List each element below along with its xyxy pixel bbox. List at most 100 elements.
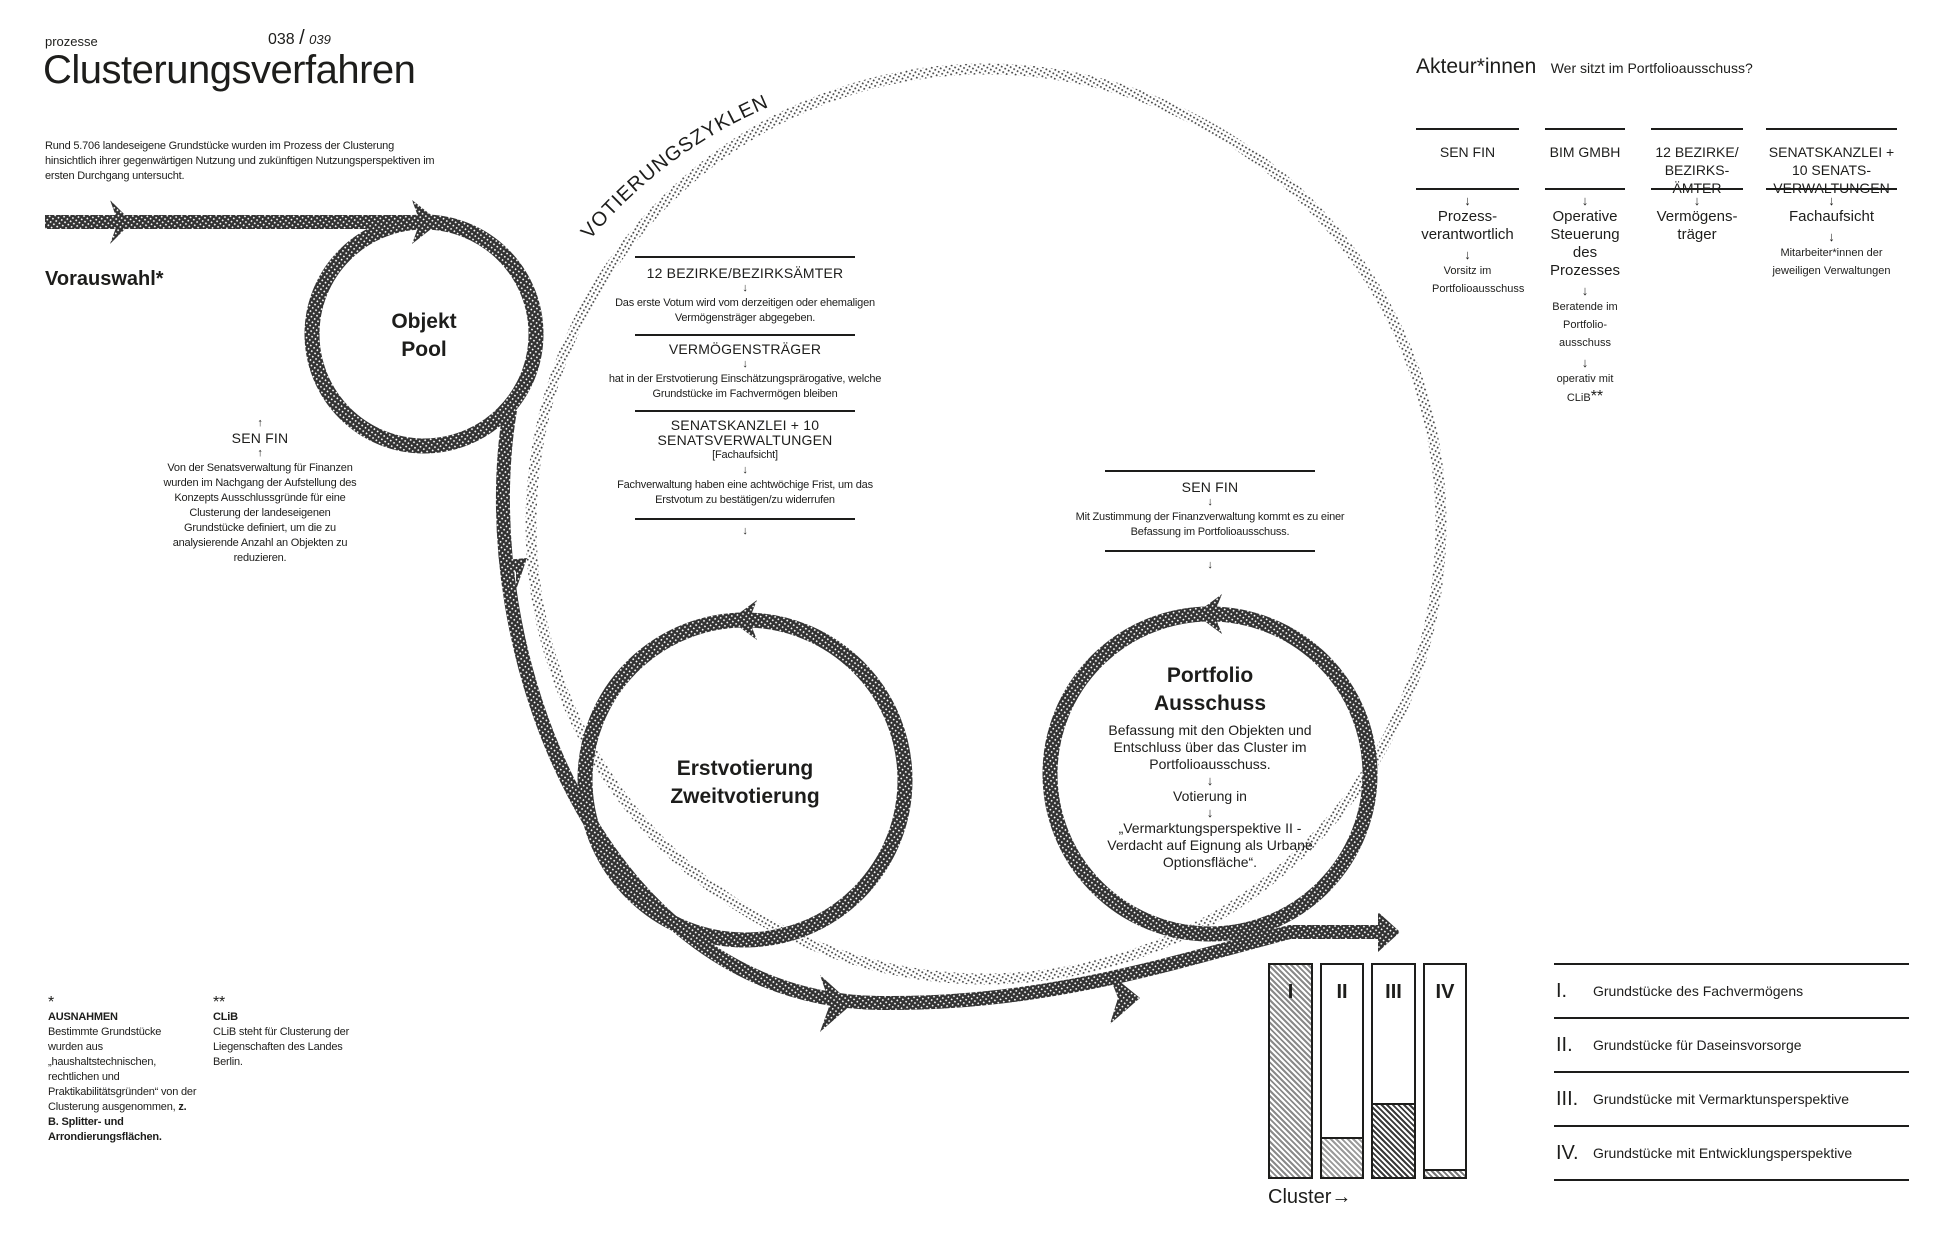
- arrowhead-icon: [820, 975, 852, 1032]
- legend-row: II.Grundstücke für Daseinsvorsorge: [1554, 1017, 1909, 1071]
- legend-text: Grundstücke des Fachvermögens: [1593, 983, 1804, 999]
- erstvotierung-line2: Zweitvotierung: [670, 785, 820, 808]
- cluster-bar-3: III: [1371, 963, 1416, 1179]
- down-arrow-icon: ↓: [1464, 247, 1471, 262]
- akteure-title: Akteur*innen: [1416, 55, 1537, 78]
- portfolio-result: „Vermarktungsperspektive II - Verdacht a…: [1107, 820, 1313, 870]
- akteur-senatskanzlei: SENATSKANZLEI + 10 SENATS-VERWALTUNGEN ↓…: [1766, 128, 1897, 280]
- page-title: Clusterungsverfahren: [43, 48, 416, 92]
- akteur-role: Prozess-verantwortlich: [1421, 208, 1514, 243]
- down-arrow-icon: ↓: [1693, 193, 1701, 208]
- cluster-bar-fill: [1322, 1136, 1362, 1177]
- akteur-role: Fachaufsicht: [1788, 208, 1875, 225]
- objekt-pool-line2: Pool: [401, 338, 447, 361]
- arrowhead-icon: [730, 600, 757, 640]
- footnote-mark: **: [213, 994, 226, 1011]
- legend-text: Grundstücke für Daseinsvorsorge: [1593, 1037, 1802, 1053]
- akteur-detail: Vorsitz im Portfolioausschuss: [1432, 265, 1525, 295]
- legend-row: I. Grundstücke des Fachvermögens: [1554, 963, 1909, 1017]
- step2-text: hat in der Erstvotierung Einschätzungspr…: [608, 373, 882, 400]
- arrowhead-icon: [412, 200, 440, 244]
- down-arrow-icon: ↓: [742, 358, 748, 370]
- cluster-label: Cluster→: [1268, 1186, 1352, 1208]
- down-arrow-icon: ↓: [1206, 805, 1214, 820]
- arrowhead-icon: [505, 558, 527, 590]
- footnote-title: CLiB: [213, 1011, 238, 1023]
- up-arrow-icon: ↑: [257, 417, 263, 429]
- footnote-bold: z. B. Splitter- und Arrondierungsflächen…: [48, 1101, 187, 1143]
- cluster-bar-4: IV: [1423, 963, 1467, 1179]
- intro-text: Rund 5.706 landeseigene Grundstücke wurd…: [45, 140, 435, 182]
- footnote-mark: *: [48, 994, 55, 1011]
- senfin-approval: SEN FIN ↓ Mit Zustimmung der Finanzverwa…: [1070, 470, 1350, 573]
- arrowhead-icon: [1195, 594, 1222, 634]
- legend-row: IV.Grundstücke mit Entwicklungsperspekti…: [1554, 1125, 1909, 1181]
- down-arrow-icon: ↓: [1464, 193, 1471, 208]
- down-arrow-icon: ↓: [742, 464, 748, 476]
- portfolio-text: Befassung mit den Objekten und Entschlus…: [1108, 722, 1312, 772]
- akteur-head: BIM GMBH: [1545, 128, 1625, 190]
- footnote-title: AUSNAHMEN: [48, 1011, 118, 1023]
- down-arrow-icon: ↓: [1581, 193, 1589, 208]
- footnote-mark: **: [1590, 388, 1604, 405]
- cluster-bar-1: I: [1268, 963, 1313, 1179]
- portfolio-line2: Ausschuss: [1153, 692, 1267, 715]
- process-flow-path: [496, 408, 1385, 1011]
- portfolio-line1: Portfolio: [1166, 664, 1254, 687]
- legend-text: Grundstücke mit Entwicklungsperspektive: [1593, 1145, 1853, 1161]
- cluster-bar-fill: [1373, 1102, 1414, 1177]
- objekt-pool-line1: Objekt: [391, 310, 457, 333]
- section-label: prozesse: [45, 34, 98, 49]
- down-arrow-icon: ↓: [1828, 193, 1835, 208]
- page-numbers: 038 / 039: [268, 27, 331, 50]
- footnote-text: CLiB steht für Clusterung der Liegenscha…: [213, 1026, 350, 1068]
- akteur-bezirke: 12 BEZIRKE/ BEZIRKS-ÄMTER ↓ Vermögens-tr…: [1651, 128, 1743, 244]
- senfin-note-title: SEN FIN: [231, 430, 289, 446]
- cluster-bar-label: II: [1336, 981, 1348, 1003]
- footnote-text: Bestimmte Grundstücke wurden aus „hausha…: [48, 1026, 197, 1113]
- akteure-subtitle: Wer sitzt im Portfolioausschuss?: [1550, 60, 1753, 76]
- cluster-bar-fill: [1270, 965, 1311, 1177]
- senfin-approval-text: Mit Zustimmung der Finanzverwaltung komm…: [1075, 511, 1345, 538]
- senfin-exclusion-note: ↑ SEN FIN ↑ Von der Senatsverwaltung für…: [160, 416, 360, 566]
- footnote-ausnahmen: * AUSNAHMEN Bestimmte Grundstücke wurden…: [48, 995, 198, 1145]
- akteur-bim: BIM GMBH ↓ Operative Steuerung des Proze…: [1545, 128, 1625, 407]
- legend-num: III.: [1556, 1087, 1579, 1110]
- portfolio-label: Portfolio Ausschuss Befassung mit den Ob…: [1085, 662, 1335, 871]
- arrowhead-icon: [1378, 912, 1400, 952]
- akteur-head: SEN FIN: [1416, 128, 1519, 190]
- down-arrow-icon: ↓: [1207, 559, 1213, 571]
- senfin-note-text: Von der Senatsverwaltung für Finanzen wu…: [163, 462, 357, 564]
- vorauswahl-label: Vorauswahl*: [45, 268, 164, 290]
- senfin-approval-title: SEN FIN: [1181, 479, 1239, 495]
- step3-sub: [Fachaufsicht]: [712, 449, 778, 461]
- akteur-senfin: SEN FIN ↓ Prozess-verantwortlich ↓ Vorsi…: [1416, 128, 1525, 298]
- intake-arrow-band: [45, 215, 435, 229]
- legend-num: I.: [1556, 979, 1568, 1002]
- step1-text: Das erste Votum wird vom derzeitigen ode…: [615, 297, 875, 324]
- step1-title: 12 BEZIRKE/BEZIRKSÄMTER: [646, 265, 844, 281]
- down-arrow-icon: ↓: [1581, 283, 1589, 298]
- footnote-clib: ** CLiB CLiB steht für Clusterung der Li…: [213, 995, 353, 1070]
- erstvotierung-line1: Erstvotierung: [676, 757, 814, 780]
- down-arrow-icon: ↓: [742, 525, 748, 537]
- akteur-detail: Mitarbeiter*innen der jeweiligen Verwalt…: [1772, 247, 1891, 277]
- step2-title: VERMÖGENSTRÄGER: [668, 341, 822, 357]
- up-arrow-icon: ↑: [257, 447, 263, 459]
- akteur-detail2: operativ mit CLiB: [1556, 373, 1614, 404]
- cycle-label: VOTIERUNGSZYKLEN: [577, 91, 772, 243]
- arrowheads: [110, 200, 1400, 1032]
- legend-text: Grundstücke mit Vermarktunsperspektive: [1593, 1091, 1849, 1107]
- akteur-role: Vermögens-träger: [1656, 208, 1738, 243]
- voting-cycle-ring: [525, 63, 1447, 985]
- akteur-head: 12 BEZIRKE/ BEZIRKS-ÄMTER: [1651, 128, 1743, 196]
- cluster-bar-label: IV: [1435, 981, 1455, 1003]
- arrowhead-icon: [1108, 972, 1140, 1024]
- portfolio-votierung: Votierung in: [1173, 788, 1247, 804]
- page-left: 038: [268, 31, 295, 48]
- down-arrow-icon: ↓: [742, 282, 748, 294]
- down-arrow-icon: ↓: [1828, 229, 1835, 244]
- step3-title: SENATSKANZLEI + 10 SENATSVERWALTUNGEN: [657, 417, 833, 448]
- akteur-head: SENATSKANZLEI + 10 SENATS-VERWALTUNGEN: [1766, 128, 1897, 196]
